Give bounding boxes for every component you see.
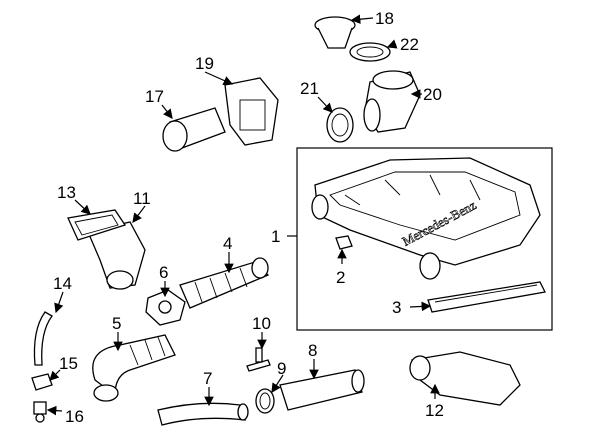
callout-7: 7 bbox=[203, 369, 212, 388]
callout-21: 21 bbox=[300, 79, 319, 98]
callout-3: 3 bbox=[392, 298, 401, 317]
callout-9: 9 bbox=[277, 359, 286, 378]
part-19-throttle-body bbox=[224, 77, 279, 146]
part-1-air-cleaner-housing: Mercedes-Benz bbox=[311, 157, 541, 280]
part-8-pipe bbox=[279, 369, 365, 411]
callout-16: 16 bbox=[65, 407, 84, 426]
part-17-mass-air-sensor bbox=[162, 107, 226, 152]
callout-14: 14 bbox=[53, 274, 72, 293]
part-13-gasket bbox=[67, 209, 127, 241]
part-3-filter-element bbox=[427, 281, 546, 313]
callout-12: 12 bbox=[425, 401, 444, 420]
callout-10: 10 bbox=[252, 314, 271, 333]
callout-17: 17 bbox=[145, 87, 164, 106]
assembly-frame bbox=[296, 147, 553, 331]
callout-8: 8 bbox=[308, 341, 317, 360]
callout-6: 6 bbox=[159, 263, 168, 282]
callout-20: 20 bbox=[423, 85, 442, 104]
part-22-ring bbox=[349, 42, 391, 62]
part-7-tube bbox=[157, 402, 249, 426]
part-14-breather-hose bbox=[33, 311, 53, 366]
part-12-snorkel bbox=[409, 351, 521, 406]
part-2-clip bbox=[335, 235, 353, 250]
leader-lines bbox=[46, 14, 440, 416]
part-15-bracket bbox=[31, 373, 53, 391]
callout-18: 18 bbox=[375, 9, 394, 28]
callout-labels: 1 2 3 4 5 6 7 8 9 10 11 12 13 14 15 16 1… bbox=[53, 9, 444, 426]
part-18-clamp bbox=[314, 16, 356, 49]
callout-11: 11 bbox=[133, 189, 151, 208]
callout-5: 5 bbox=[112, 314, 121, 333]
part-11-intake-duct bbox=[87, 221, 146, 290]
part-21-adapter bbox=[326, 107, 354, 143]
callout-22: 22 bbox=[400, 35, 419, 54]
callout-4: 4 bbox=[223, 234, 232, 253]
callout-19: 19 bbox=[195, 54, 214, 73]
part-4-hose bbox=[179, 257, 270, 309]
part-5-duct bbox=[92, 334, 176, 402]
callout-13: 13 bbox=[57, 183, 76, 202]
part-16-valve bbox=[33, 401, 47, 423]
callout-1: 1 bbox=[271, 227, 280, 246]
part-10-sensor bbox=[246, 347, 271, 372]
callout-2: 2 bbox=[336, 268, 345, 287]
part-20-elbow-housing bbox=[363, 70, 421, 133]
callout-15: 15 bbox=[59, 354, 78, 373]
part-9-seal-ring bbox=[255, 388, 275, 414]
